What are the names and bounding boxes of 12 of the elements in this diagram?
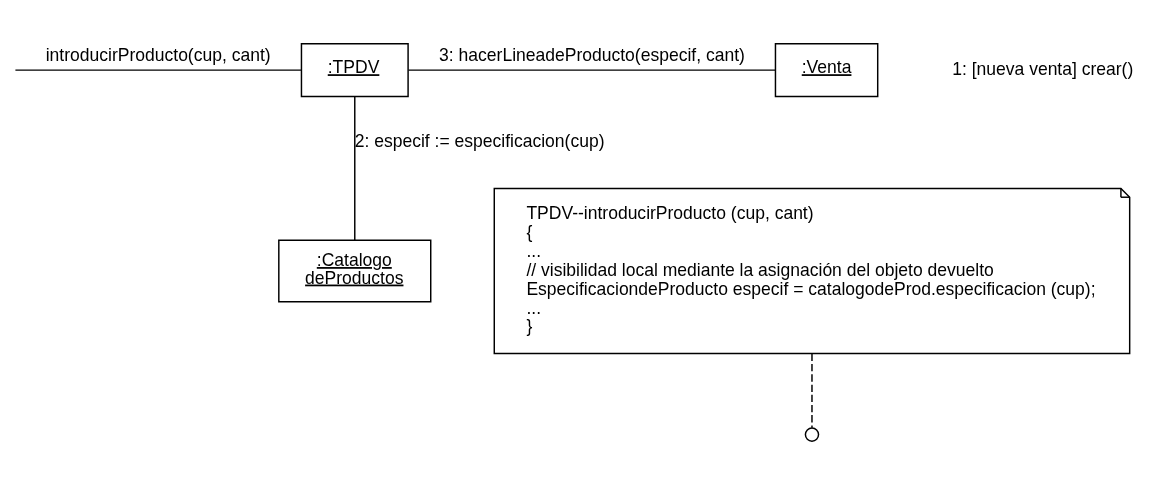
connector — [354, 95, 356, 241]
node-box: :TPDV — [300, 43, 409, 98]
connector — [811, 353, 813, 429]
connector — [14, 69, 302, 71]
node-box: :Catalogo deProductos — [278, 239, 432, 303]
edge-label: 3: hacerLineadeProducto(especif, cant) — [439, 44, 745, 65]
edge-label: 2: especif := especificacion(cup) — [354, 130, 605, 151]
node-circle — [804, 427, 820, 442]
node-box: :Venta — [774, 43, 879, 98]
connector — [407, 69, 776, 71]
label: 1: [nueva venta] crear() — [952, 58, 1134, 79]
edge-label: introducirProducto(cup, cant) — [45, 44, 271, 65]
